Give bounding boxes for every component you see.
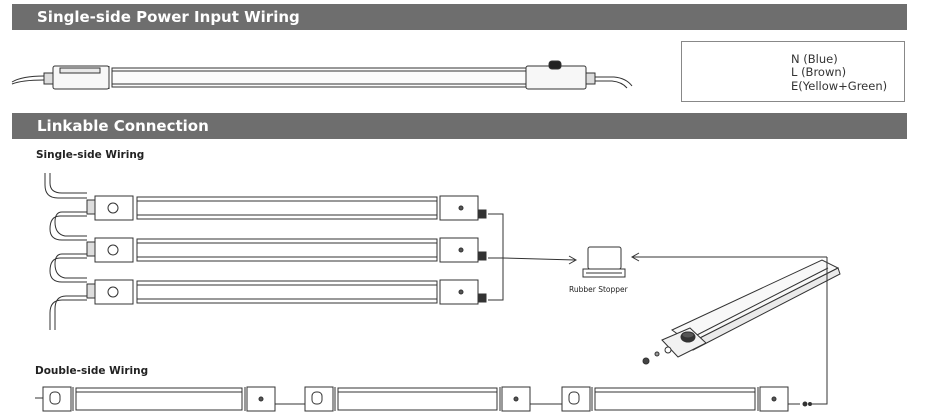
earth-wire-label: E(Yellow+Green): [791, 79, 888, 93]
double-side-fixture-chain: [42, 386, 789, 412]
end-cap-dot: [802, 401, 808, 407]
left-link-cables: [44, 173, 87, 330]
double-side-cables: [35, 262, 828, 405]
chain-fixture-3: [561, 386, 789, 412]
right-link-wire: [488, 213, 504, 301]
linkable-section-title: Linkable Connection: [12, 113, 907, 139]
double-side-wiring-label: Double-side Wiring: [35, 365, 149, 377]
fixture-1: [86, 195, 487, 221]
single-side-wiring-label: Single-side Wiring: [36, 149, 145, 161]
chain-fixture-2: [304, 386, 531, 412]
rubber-stopper-label: Rubber Stopper: [569, 285, 628, 294]
top-fixture: [11, 60, 633, 90]
single-side-fixture-stack: [86, 195, 487, 305]
chain-fixture-1: [42, 386, 276, 412]
perspective-fixture: [642, 259, 841, 365]
fixture-2: [86, 237, 487, 263]
rubber-stopper: [582, 246, 626, 278]
wire-legend: [681, 41, 905, 102]
power-input-section-title: Single-side Power Input Wiring: [12, 4, 907, 30]
neutral-wire-label: N (Blue): [791, 52, 838, 66]
stopper-arrows: [502, 252, 828, 265]
live-wire-label: L (Brown): [791, 65, 847, 79]
end-cap-dot: [808, 402, 812, 406]
fixture-3: [86, 279, 487, 305]
